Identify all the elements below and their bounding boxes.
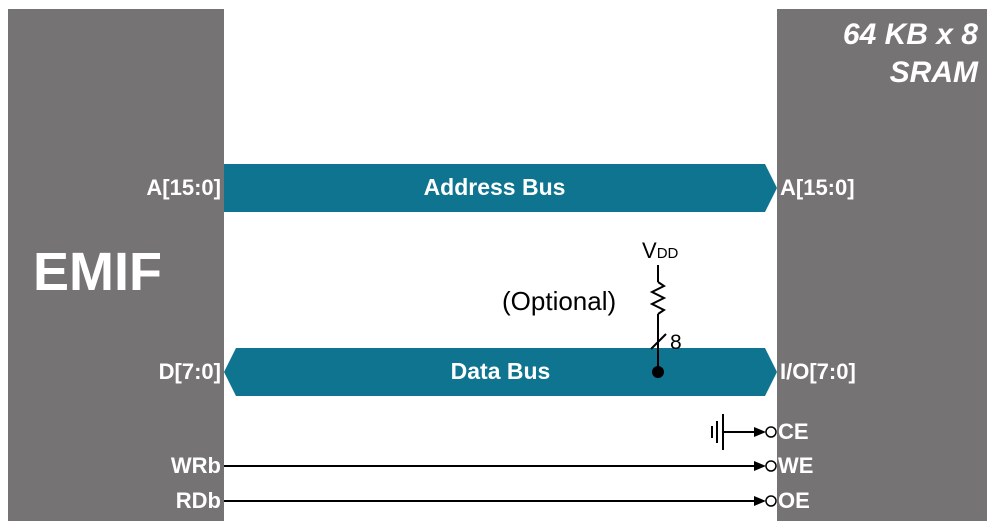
data-bus-label: Data Bus — [450, 358, 551, 384]
sram-title-line1: 64 KB x 8 — [842, 18, 978, 51]
ce-inversion-bubble — [765, 426, 777, 438]
ce-arrowhead — [754, 427, 766, 437]
address-bus-arrow — [224, 164, 777, 212]
sram-pin-data: I/O[7:0] — [780, 359, 856, 384]
vdd-subscript: DD — [656, 245, 679, 262]
pullup-junction-dot — [652, 366, 664, 378]
vdd-main: V — [642, 238, 657, 263]
emif-pin-data: D[7:0] — [158, 359, 221, 384]
emif-title: EMIF — [33, 242, 162, 302]
sram-pin-output-enable: OE — [778, 488, 810, 513]
emif-block — [8, 9, 224, 521]
emif-pin-write: WRb — [170, 453, 221, 478]
we-inversion-bubble — [765, 460, 777, 472]
sram-pin-write-enable: WE — [778, 453, 814, 478]
data-bus-arrow — [224, 348, 777, 396]
address-bus-label: Address Bus — [423, 174, 566, 200]
sram-title: 64 KB x 8 SRAM — [843, 16, 978, 92]
we-arrowhead — [754, 461, 766, 471]
optional-label: (Optional) — [502, 286, 617, 316]
oe-inversion-bubble — [765, 495, 777, 507]
sram-pin-address: A[15:0] — [780, 175, 855, 200]
ground-icon — [711, 414, 724, 450]
vdd-label: VDD — [642, 240, 678, 262]
emif-pin-address: A[15:0] — [146, 175, 221, 200]
oe-arrowhead — [754, 496, 766, 506]
sram-pin-chip-enable: CE — [778, 419, 809, 444]
bus-width-label: 8 — [670, 331, 682, 354]
sram-block — [777, 9, 987, 521]
bus-width-slash — [650, 333, 667, 350]
sram-title-line2: SRAM — [889, 56, 978, 89]
emif-pin-read: RDb — [175, 488, 221, 513]
